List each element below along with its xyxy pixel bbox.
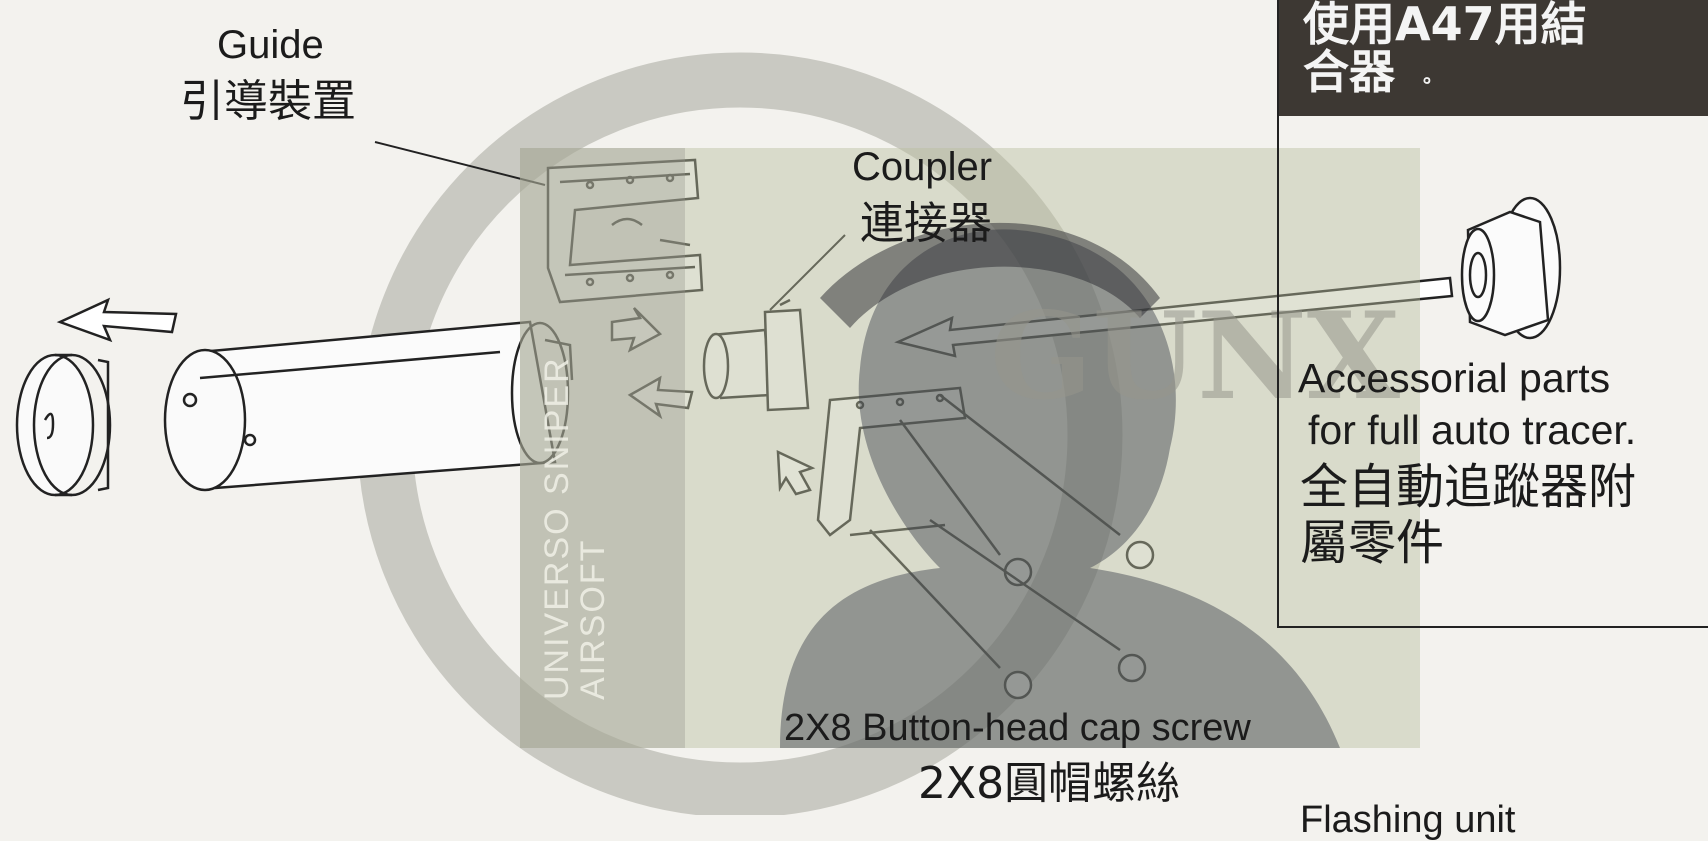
end-cap-part <box>15 353 112 497</box>
accessory-label-line1: Accessorial parts <box>1298 355 1611 401</box>
callout-header-main: 使用A47用結合器 <box>1303 0 1587 100</box>
screw-label-zh: 2X8圓帽螺絲 <box>918 758 1181 809</box>
watermark-silhouette: GUNX AIRSOFT <box>780 222 1420 748</box>
callout-header-text: 使用A47用結合器。 <box>1303 0 1603 97</box>
accessory-label-line2: for full auto tracer. <box>1308 407 1637 453</box>
assembly-arrows <box>610 307 816 496</box>
watermark-side-line1: UNIVERSO SNIPER <box>538 356 576 700</box>
watermark-side-text: UNIVERSO SNIPER AIRSOFT <box>538 356 612 700</box>
accessory-callout-box: 使用A47用結合器。 <box>1277 0 1708 628</box>
watermark-big-text: GUNX AIRSOFT <box>990 286 1420 427</box>
coupler-part <box>702 298 810 412</box>
guide-leader-line <box>374 141 546 186</box>
tracer-cylinder-part <box>163 320 574 492</box>
flashing-unit-label-partial: Flashing unit <box>1300 799 1516 841</box>
accessory-pointer-arrow <box>894 276 1454 358</box>
accessory-nut-part <box>1460 196 1562 340</box>
callout-header: 使用A47用結合器。 <box>1279 0 1708 116</box>
guide-part <box>546 158 704 304</box>
callout-header-tail: 。 <box>1423 63 1443 88</box>
guide-label-en: Guide <box>217 23 324 67</box>
coupler-label-zh: 連接器 <box>860 198 992 249</box>
exploded-assembly-diagram <box>15 52 1562 815</box>
direction-arrow <box>56 297 178 343</box>
accessory-label-zh-line1: 全自動追蹤器附 <box>1300 459 1637 515</box>
screw-parts <box>869 394 1155 700</box>
screw-label-en: 2X8 Button-head cap screw <box>784 707 1251 749</box>
coupler-label-en: Coupler <box>852 145 993 189</box>
accessory-label-zh-line2: 屬零件 <box>1300 515 1445 571</box>
watermark-side-band <box>520 148 685 748</box>
watermark-side-line2: AIRSOFT <box>573 538 612 700</box>
coupler-leader-line <box>769 234 846 311</box>
watermark-photo-overlay: GUNX AIRSOFT <box>520 148 1420 748</box>
guide-label-zh: 引導裝置 <box>180 76 356 127</box>
